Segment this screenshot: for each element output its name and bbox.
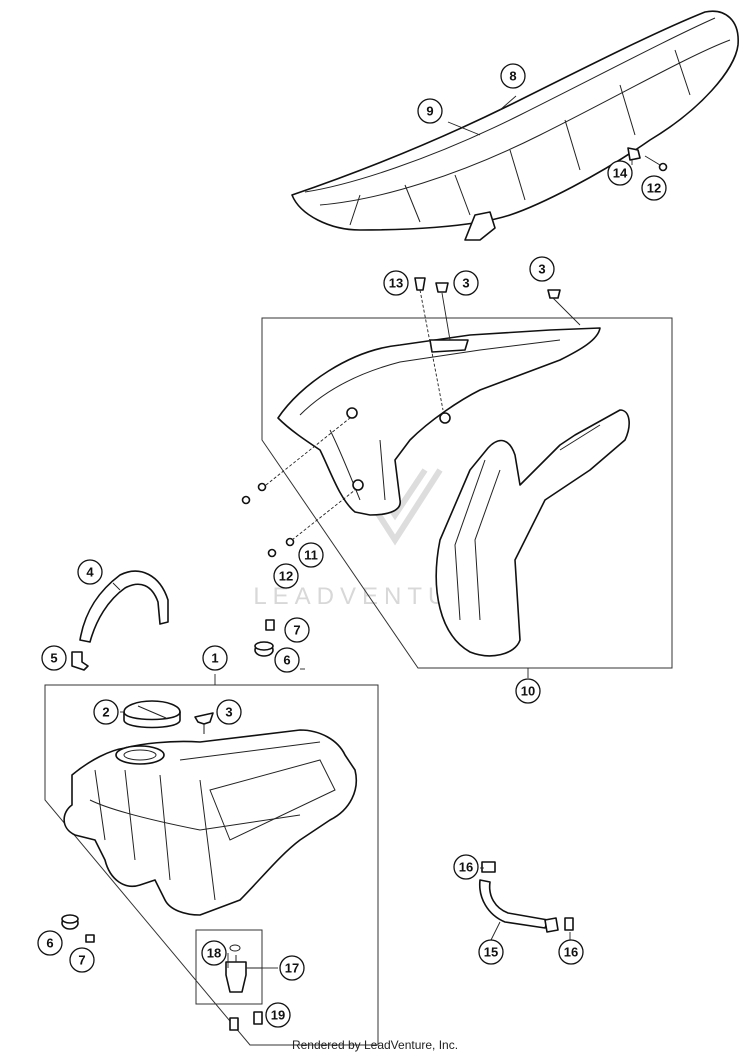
footer-credit: Rendered by LeadVenture, Inc. xyxy=(291,1038,459,1052)
svg-text:12: 12 xyxy=(279,569,293,584)
vent-valve[interactable] xyxy=(194,712,214,734)
callout-5: 5 xyxy=(41,645,67,671)
fuel-line-connector[interactable] xyxy=(564,917,574,931)
svg-text:3: 3 xyxy=(462,276,469,291)
fuel-pump[interactable] xyxy=(225,944,262,993)
callout-3: 3 xyxy=(529,256,555,282)
callout-16: 16 xyxy=(453,854,479,880)
callout-6: 6 xyxy=(37,930,63,956)
svg-text:17: 17 xyxy=(285,961,299,976)
svg-text:10: 10 xyxy=(521,684,535,699)
screw-upper[interactable] xyxy=(265,619,275,631)
fuel-line-clamp[interactable] xyxy=(481,861,496,873)
callout-17: 17 xyxy=(279,955,305,981)
rubber-spacer-upper[interactable] xyxy=(254,641,274,657)
callout-10: 10 xyxy=(515,678,541,704)
callout-18: 18 xyxy=(201,940,227,966)
svg-text:3: 3 xyxy=(225,705,232,720)
callout-7: 7 xyxy=(69,947,95,973)
callout-12: 12 xyxy=(273,563,299,589)
side-panel-fasteners[interactable] xyxy=(241,277,561,558)
seat-fasteners[interactable] xyxy=(627,147,668,172)
callout-14: 14 xyxy=(607,160,633,186)
callout-11: 11 xyxy=(298,542,324,568)
fuel-pump-screws[interactable] xyxy=(229,1011,263,1031)
callout-leaders xyxy=(112,95,633,969)
callout-15: 15 xyxy=(478,939,504,965)
svg-text:2: 2 xyxy=(102,705,109,720)
callout-4: 4 xyxy=(77,559,103,585)
seat[interactable] xyxy=(291,10,739,241)
callout-6: 6 xyxy=(274,647,300,673)
side-panel-frame[interactable] xyxy=(277,327,601,516)
svg-text:8: 8 xyxy=(509,69,516,84)
callout-9: 9 xyxy=(417,98,443,124)
callout-1: 1 xyxy=(202,645,228,671)
svg-text:12: 12 xyxy=(647,181,661,196)
fuel-tank[interactable] xyxy=(63,729,357,916)
callout-3: 3 xyxy=(453,270,479,296)
screw-lower[interactable] xyxy=(85,934,95,943)
fuel-cap[interactable] xyxy=(123,700,181,729)
svg-text:9: 9 xyxy=(426,104,433,119)
svg-text:19: 19 xyxy=(271,1008,285,1023)
hose-fitting[interactable] xyxy=(71,651,89,671)
svg-text:1: 1 xyxy=(211,651,218,666)
callout-8: 8 xyxy=(500,63,526,89)
callout-13: 13 xyxy=(383,270,409,296)
callout-12: 12 xyxy=(641,175,667,201)
callout-19: 19 xyxy=(265,1002,291,1028)
side-panel-lower[interactable] xyxy=(435,409,630,657)
svg-text:7: 7 xyxy=(78,953,85,968)
svg-text:14: 14 xyxy=(613,166,628,181)
svg-text:6: 6 xyxy=(46,936,53,951)
callout-2: 2 xyxy=(93,699,119,725)
svg-text:11: 11 xyxy=(304,548,318,563)
callout-7: 7 xyxy=(284,617,310,643)
svg-text:4: 4 xyxy=(86,565,94,580)
svg-text:15: 15 xyxy=(484,945,498,960)
box-side-panels xyxy=(261,317,673,669)
side-panel-leader-lines xyxy=(265,289,581,541)
svg-text:13: 13 xyxy=(389,276,403,291)
callout-16: 16 xyxy=(558,939,584,965)
svg-text:18: 18 xyxy=(207,946,221,961)
svg-text:7: 7 xyxy=(293,623,300,638)
callout-3: 3 xyxy=(216,699,242,725)
svg-text:3: 3 xyxy=(538,262,545,277)
hose[interactable] xyxy=(79,570,169,643)
svg-text:5: 5 xyxy=(50,651,57,666)
fuel-line[interactable] xyxy=(479,879,559,933)
svg-text:16: 16 xyxy=(459,860,473,875)
box-fuel-tank xyxy=(44,684,379,1046)
svg-text:6: 6 xyxy=(283,653,290,668)
rubber-spacer-lower[interactable] xyxy=(61,914,79,930)
box-fuel-pump xyxy=(195,929,263,1005)
svg-text:16: 16 xyxy=(564,945,578,960)
